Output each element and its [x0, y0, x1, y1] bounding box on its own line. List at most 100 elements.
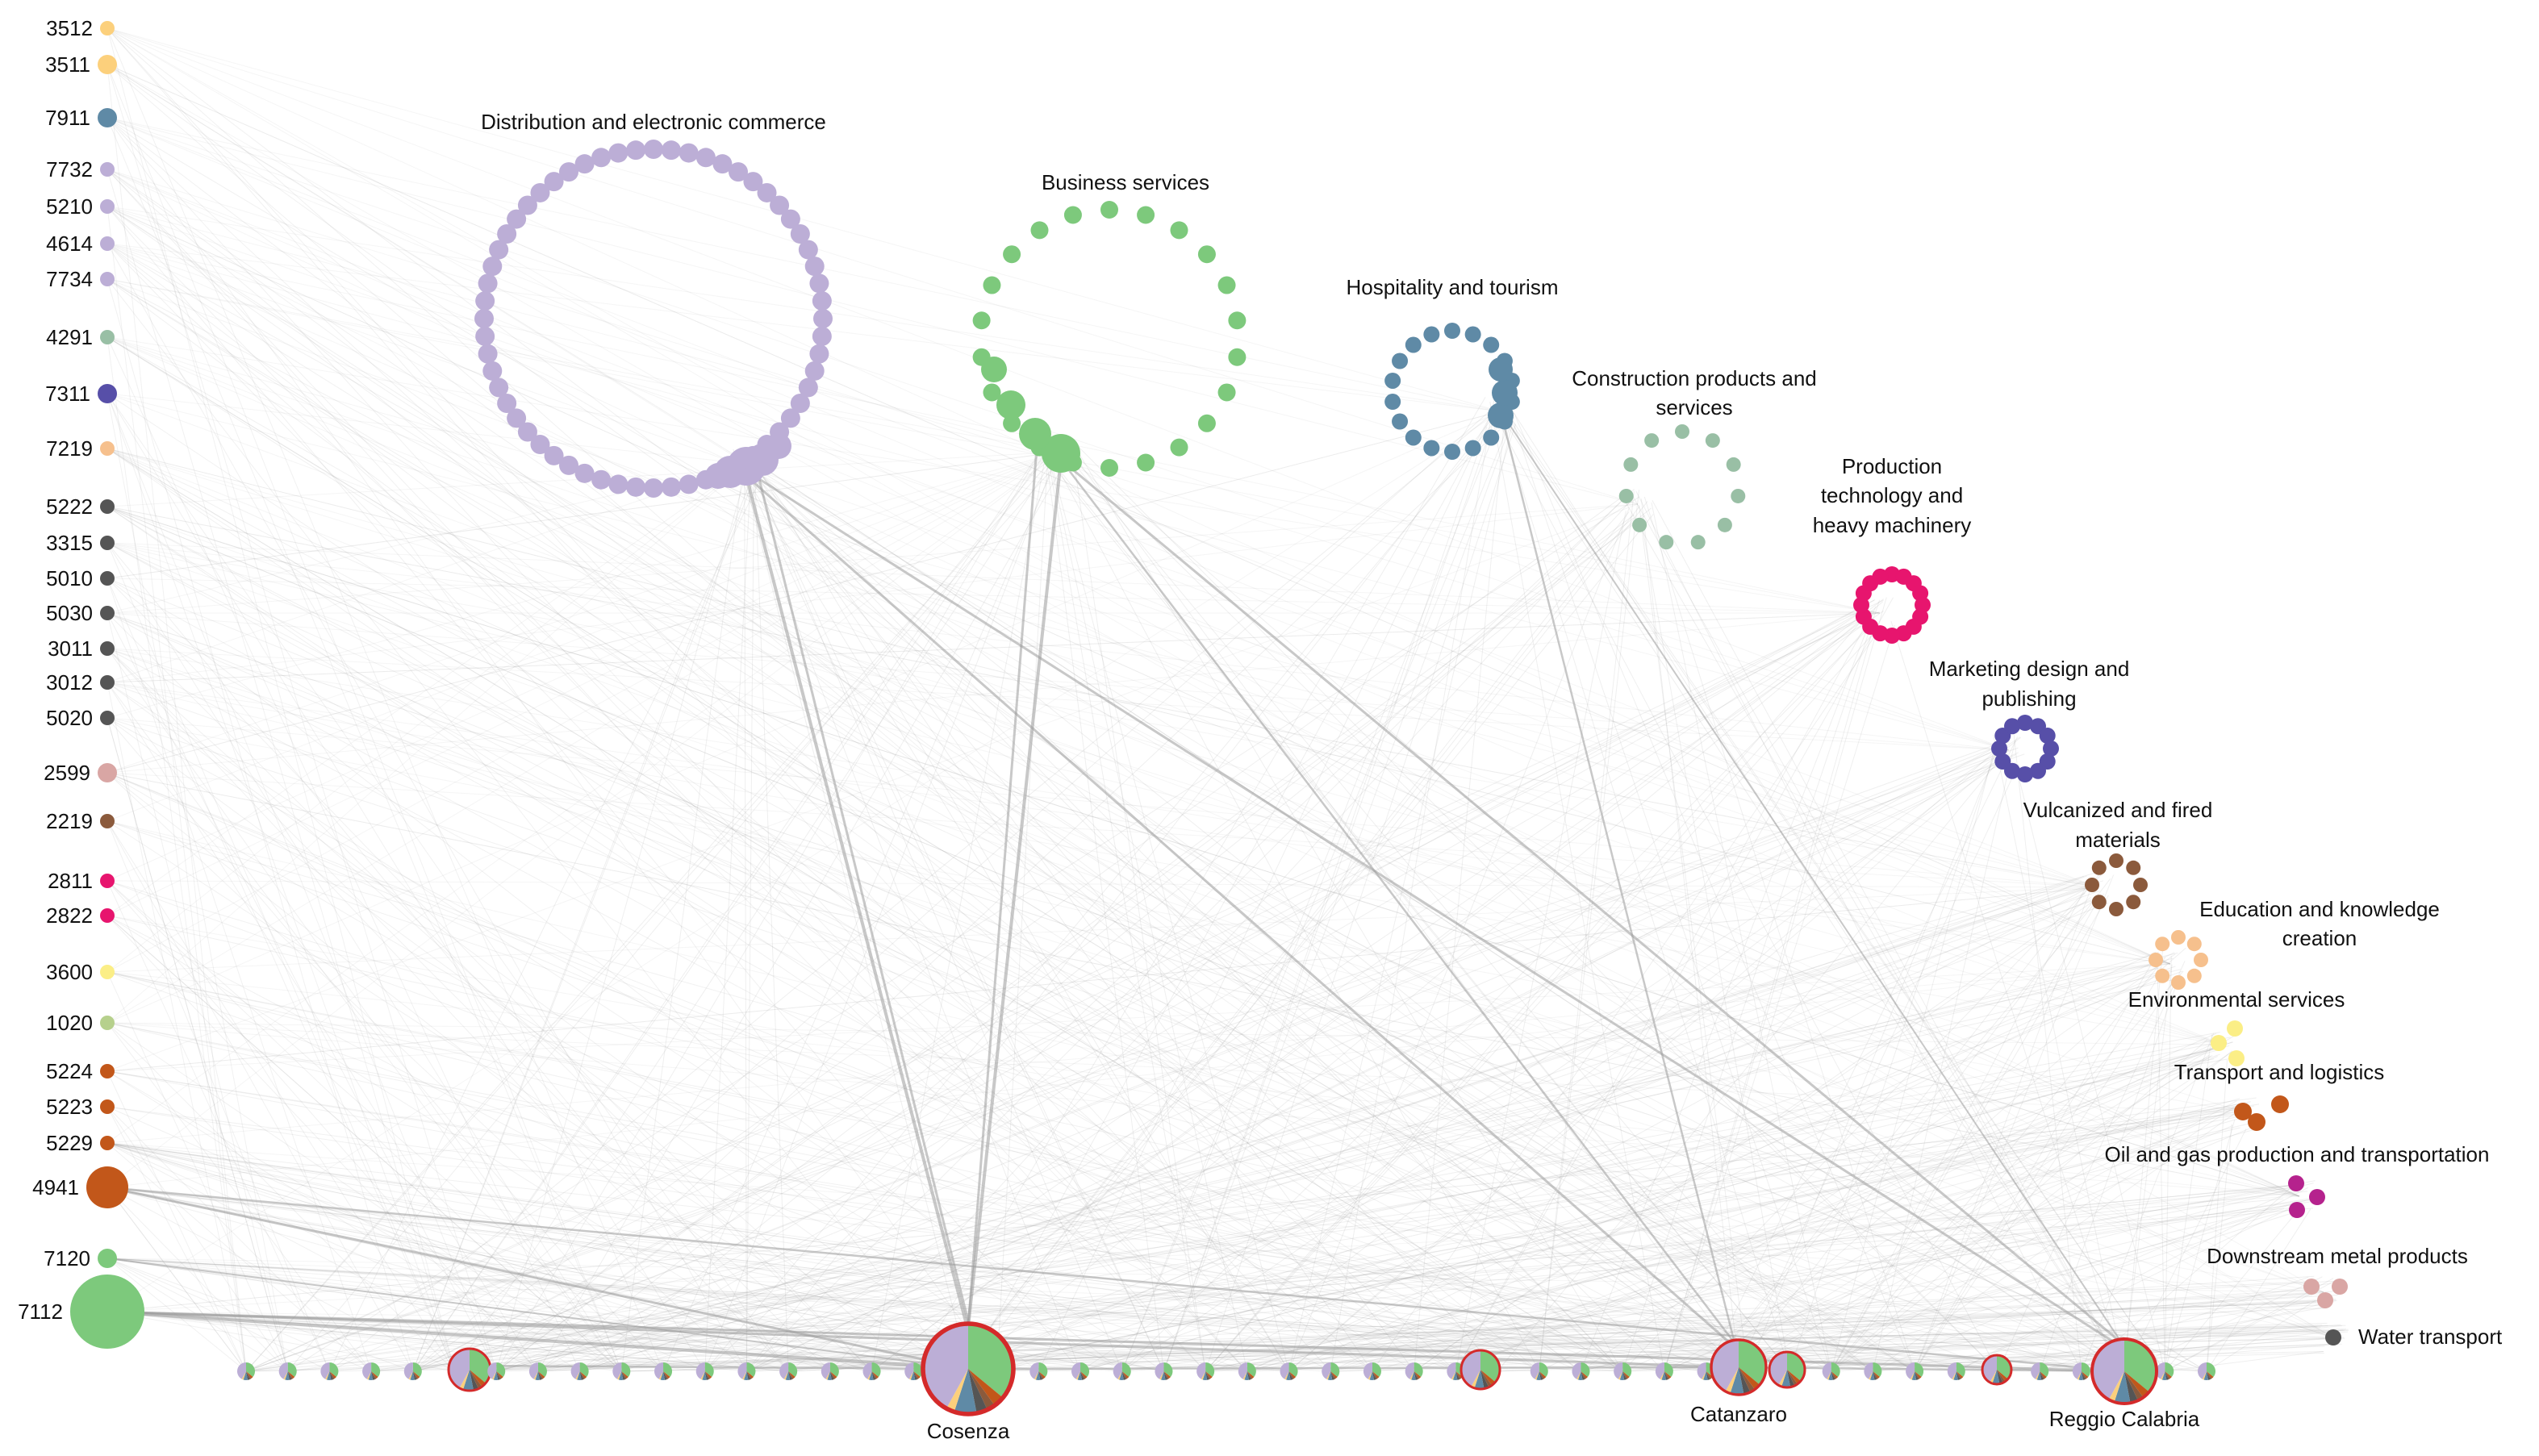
edge-faint [106, 1106, 2165, 1372]
edge-faint [106, 243, 2300, 1197]
pie-slice [1622, 1371, 1627, 1380]
edge-faint [106, 1258, 1956, 1372]
edge-faint [106, 506, 1739, 1368]
pie-slice [1330, 1371, 1338, 1379]
edge-faint [106, 64, 1915, 1372]
pie-slice [1038, 1371, 1044, 1379]
cluster-node [1030, 221, 1049, 240]
cluster-node [2186, 968, 2202, 983]
industry-code-label: 7120 [44, 1246, 90, 1270]
pie-slice [660, 1371, 666, 1380]
cluster-node [574, 154, 595, 174]
edge-faint [245, 611, 1880, 1372]
edge-faint [1914, 883, 2094, 1372]
edge-faint [1831, 1050, 2233, 1372]
edge-faint [1414, 893, 2105, 1372]
pie-slice [954, 1369, 977, 1414]
municipality-node [1363, 1362, 1381, 1380]
edge-faint [106, 117, 998, 1372]
municipality-node [1655, 1362, 1673, 1380]
industry-node [100, 675, 115, 690]
cluster-node [1632, 517, 1647, 532]
edge-faint [106, 971, 2125, 1372]
cluster-node [1726, 457, 1741, 472]
edge-faint [106, 1311, 789, 1372]
edge-faint [620, 465, 745, 1372]
edge-faint [412, 411, 1490, 1372]
pie-slice [1535, 1371, 1539, 1380]
edge-faint [106, 448, 1540, 1372]
edge-faint [1738, 1100, 2237, 1368]
pie-slice [1619, 1371, 1625, 1380]
edge-faint [1205, 1127, 2240, 1372]
pie-slice [2165, 1371, 2172, 1379]
edge-faint [1504, 421, 2125, 1372]
edge-faint [1501, 408, 2165, 1372]
edge-faint [106, 1142, 789, 1372]
edge-faint [454, 1103, 2260, 1372]
pie-slice [403, 1362, 413, 1379]
edge-faint [996, 966, 2176, 1372]
industry-code-label: 2822 [46, 903, 93, 928]
edge-faint [106, 336, 2324, 1293]
edge-faint [106, 772, 2098, 888]
pie-slice [1369, 1371, 1375, 1380]
edge-faint [1581, 1199, 2311, 1372]
pie-slice [621, 1362, 631, 1378]
cluster-node [2133, 878, 2148, 892]
edge-faint [412, 599, 1876, 1372]
edge-faint [1163, 418, 1514, 1372]
edge-faint [579, 880, 2104, 1372]
edge-faint [106, 542, 455, 1372]
edge-faint [106, 278, 1915, 1372]
municipality-node [1460, 1349, 1501, 1391]
pie-slice [243, 1371, 248, 1380]
cluster-node [679, 474, 699, 494]
edge-faint [1053, 465, 1790, 1372]
pie-slice [1622, 1371, 1628, 1379]
edge-faint [106, 506, 1414, 1372]
pie-slice [1769, 1352, 1787, 1386]
edge-faint [106, 169, 1248, 1372]
cluster-label: Business services [1042, 170, 1209, 194]
edge-faint [106, 1311, 1331, 1372]
cluster-node [559, 455, 578, 475]
industry-code-label: 3012 [46, 670, 93, 695]
pie-slice [1196, 1362, 1206, 1379]
edge-strong [967, 459, 1063, 1328]
pie-slice [621, 1371, 628, 1379]
pie-slice [1873, 1362, 1882, 1378]
edge-faint [496, 969, 2181, 1372]
edge-faint [412, 745, 2008, 1372]
pie-slice [1661, 1371, 1666, 1380]
cluster-node [2155, 937, 2170, 952]
municipality-node [654, 1362, 673, 1380]
pie-slice [1327, 1371, 1333, 1380]
pie-slice [1029, 1362, 1039, 1379]
edge-faint [1914, 951, 2159, 1372]
pie-slice [535, 1371, 540, 1380]
edge-faint [954, 1300, 2336, 1372]
edge-faint [412, 441, 1048, 1372]
pie-slice [1247, 1362, 1256, 1378]
cluster-node [1384, 372, 1401, 389]
pie-slice [702, 1371, 707, 1380]
edge-faint [1163, 412, 1497, 1372]
city-ring [921, 1321, 1016, 1416]
cluster-node [2211, 1035, 2227, 1051]
edge-faint [1738, 1054, 2210, 1368]
pie-slice [1288, 1371, 1297, 1379]
industry-node [100, 814, 115, 828]
edge-faint [106, 772, 1581, 1372]
cluster-node [1994, 753, 2011, 770]
pie-slice [829, 1362, 839, 1378]
edge-faint [106, 880, 330, 1372]
cluster-node [1003, 245, 1021, 264]
edge-strong [1060, 458, 2123, 1345]
pie-slice [283, 1371, 288, 1380]
cluster-node [1690, 535, 1706, 550]
cluster-node [1423, 440, 1440, 457]
pie-slice [246, 1362, 256, 1378]
pie-slice [2081, 1371, 2087, 1379]
edge-faint [1873, 1104, 2248, 1372]
